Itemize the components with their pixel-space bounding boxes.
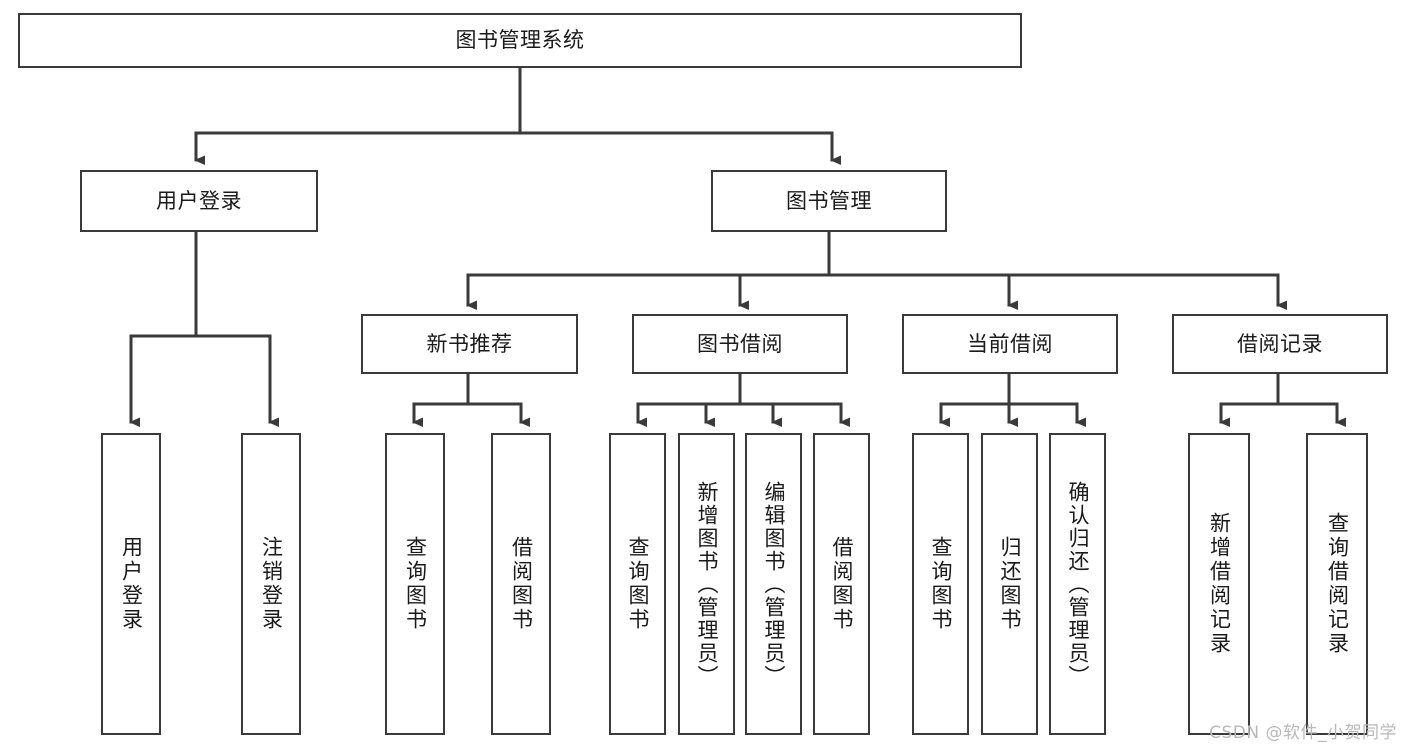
node-label: 借阅图书 bbox=[830, 536, 854, 632]
leaf-user-login[interactable]: 用户登录 bbox=[101, 433, 161, 735]
node-label: 图书管理系统 bbox=[455, 28, 585, 53]
leaf-add-book-admin[interactable]: 新增图书（管理员） bbox=[678, 433, 735, 735]
node-borrowing-records[interactable]: 借阅记录 bbox=[1172, 314, 1388, 374]
node-current-borrowing[interactable]: 当前借阅 bbox=[902, 314, 1118, 374]
node-book-management-system[interactable]: 图书管理系统 bbox=[18, 13, 1022, 68]
node-book-management[interactable]: 图书管理 bbox=[711, 170, 947, 232]
node-label: 用户登录 bbox=[119, 536, 144, 632]
node-user-login[interactable]: 用户登录 bbox=[80, 170, 318, 232]
node-label: 归还图书 bbox=[998, 536, 1022, 632]
leaf-confirm-return-admin[interactable]: 确认归还（管理员） bbox=[1049, 433, 1106, 735]
node-label: 查询图书 bbox=[626, 536, 650, 632]
leaf-add-borrow-record[interactable]: 新增借阅记录 bbox=[1188, 433, 1250, 735]
node-label: 查询借阅记录 bbox=[1325, 512, 1350, 656]
node-label: 借阅记录 bbox=[1237, 331, 1323, 356]
node-new-book-recommendation[interactable]: 新书推荐 bbox=[361, 314, 578, 374]
node-label: 用户登录 bbox=[156, 188, 242, 213]
node-label: 编辑图书（管理员） bbox=[762, 480, 786, 688]
node-book-borrowing[interactable]: 图书借阅 bbox=[632, 314, 848, 374]
leaf-return-books[interactable]: 归还图书 bbox=[981, 433, 1038, 735]
leaf-query-books-recommend[interactable]: 查询图书 bbox=[385, 433, 445, 735]
leaf-borrow-books[interactable]: 借阅图书 bbox=[813, 433, 870, 735]
node-label: 查询图书 bbox=[403, 536, 428, 632]
leaf-query-books-borrowing[interactable]: 查询图书 bbox=[609, 433, 666, 735]
node-label: 查询图书 bbox=[929, 536, 953, 632]
node-label: 图书管理 bbox=[786, 188, 872, 213]
leaf-borrow-books-recommend[interactable]: 借阅图书 bbox=[491, 433, 551, 735]
node-label: 借阅图书 bbox=[509, 536, 534, 632]
node-label: 确认归还（管理员） bbox=[1066, 480, 1090, 688]
leaf-edit-book-admin[interactable]: 编辑图书（管理员） bbox=[745, 433, 802, 735]
node-label: 新书推荐 bbox=[426, 331, 513, 356]
node-label: 新增借阅记录 bbox=[1207, 512, 1232, 656]
node-label: 新增图书（管理员） bbox=[695, 480, 719, 688]
leaf-query-borrow-record[interactable]: 查询借阅记录 bbox=[1306, 433, 1368, 735]
leaf-query-books-current[interactable]: 查询图书 bbox=[912, 433, 969, 735]
node-label: 图书借阅 bbox=[697, 331, 783, 356]
csdn-watermark: CSDN @软件_小贺同学 bbox=[1209, 723, 1397, 743]
leaf-logout[interactable]: 注销登录 bbox=[241, 433, 301, 735]
node-label: 注销登录 bbox=[259, 536, 284, 632]
node-label: 当前借阅 bbox=[967, 331, 1053, 356]
